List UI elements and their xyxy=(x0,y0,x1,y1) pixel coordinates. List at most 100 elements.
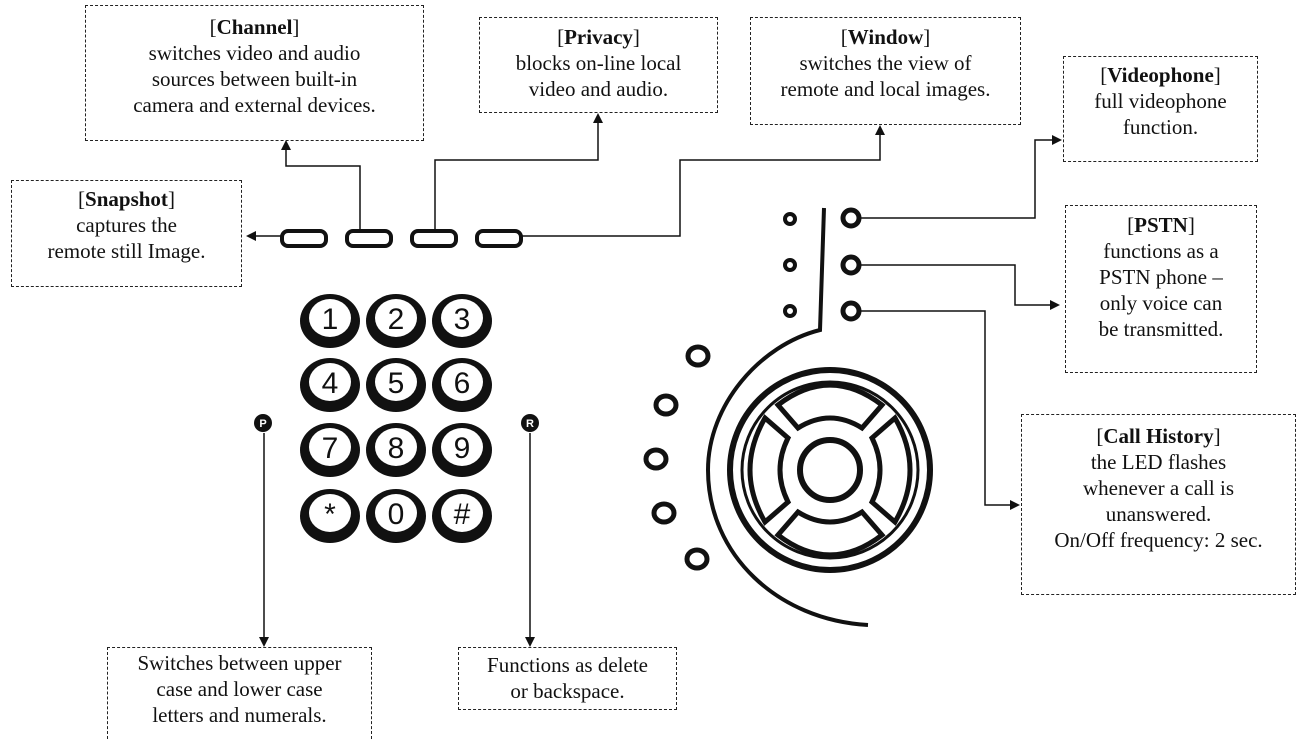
keypad-key-label: 0 xyxy=(388,498,405,531)
led-small-2 xyxy=(783,258,797,272)
call-history-led-button[interactable] xyxy=(840,300,862,322)
call-history-line-4: On/Off frequency: 2 sec. xyxy=(1054,528,1263,552)
side-button-2[interactable] xyxy=(653,393,679,417)
keypad-key[interactable]: 7 xyxy=(300,423,360,477)
case-switch-line-3: letters and numerals. xyxy=(152,703,327,727)
nav-down-button[interactable] xyxy=(774,508,886,558)
videophone-title: [Videophone] xyxy=(1100,63,1221,87)
keypad-key-label: 7 xyxy=(322,432,339,465)
case-switch-key[interactable]: P xyxy=(254,414,272,432)
privacy-line-1: blocks on-line local xyxy=(515,51,682,75)
privacy-callout: [Privacy] blocks on-line local video and… xyxy=(479,17,718,113)
keypad-key[interactable]: 2 xyxy=(366,294,426,348)
window-title: [Window] xyxy=(840,25,931,49)
privacy-button[interactable] xyxy=(410,229,458,248)
keypad-key-label: 2 xyxy=(388,303,405,336)
keypad-key-label: * xyxy=(324,498,336,531)
pstn-line-4: be transmitted. xyxy=(1098,317,1224,341)
delete-key-label: R xyxy=(526,418,534,430)
keypad-key[interactable]: # xyxy=(432,489,492,543)
window-connector xyxy=(521,125,885,237)
channel-title: [Channel] xyxy=(209,15,300,39)
pstn-callout: [PSTN] functions as a PSTN phone – only … xyxy=(1065,205,1257,373)
nav-right-button[interactable] xyxy=(868,414,913,526)
keypad-key[interactable]: 0 xyxy=(366,489,426,543)
keypad-key-label: # xyxy=(454,498,471,531)
keypad-key[interactable]: 1 xyxy=(300,294,360,348)
videophone-led-button[interactable] xyxy=(840,207,862,229)
side-buttons xyxy=(643,344,711,571)
nav-pad-outer-ring xyxy=(727,367,933,573)
keypad-key[interactable]: 3 xyxy=(432,294,492,348)
channel-line-1: switches video and audio xyxy=(148,41,361,65)
side-button-3[interactable] xyxy=(643,447,669,471)
window-line-2: remote and local images. xyxy=(780,77,991,101)
call-history-callout: [Call History] the LED flashes whenever … xyxy=(1021,414,1296,595)
call-history-line-3: unanswered. xyxy=(1105,502,1212,526)
pstn-line-1: functions as a xyxy=(1103,239,1219,263)
side-button-1[interactable] xyxy=(685,344,711,368)
pstn-led-button[interactable] xyxy=(840,254,862,276)
window-callout: [Window] switches the view of remote and… xyxy=(750,17,1021,125)
status-leds xyxy=(783,212,797,318)
keypad-key[interactable]: 6 xyxy=(432,358,492,412)
case-switch-key-label: P xyxy=(259,418,266,430)
call-history-line-1: the LED flashes xyxy=(1090,450,1227,474)
channel-callout: [Channel] switches video and audio sourc… xyxy=(85,5,424,141)
snapshot-button[interactable] xyxy=(280,229,328,248)
connectors xyxy=(246,113,1062,647)
delete-callout: Functions as delete or backspace. xyxy=(458,647,677,710)
snapshot-callout: [Snapshot] captures the remote still Ima… xyxy=(11,180,242,287)
channel-connector xyxy=(281,140,361,231)
keypad-key-label: 9 xyxy=(454,432,471,465)
videophone-line-2: function. xyxy=(1122,115,1199,139)
keypad-key-label: 6 xyxy=(454,367,471,400)
channel-line-3: camera and external devices. xyxy=(133,93,376,117)
keypad-key-label: 4 xyxy=(322,367,339,400)
snapshot-title: [Snapshot] xyxy=(78,187,175,211)
privacy-connector xyxy=(434,113,603,231)
channel-button[interactable] xyxy=(345,229,393,248)
privacy-line-2: video and audio. xyxy=(528,77,669,101)
keypad-key[interactable]: 9 xyxy=(432,423,492,477)
nav-pad-inner-ring xyxy=(740,380,920,560)
videophone-callout: [Videophone] full videophone function. xyxy=(1063,56,1258,162)
privacy-title: [Privacy] xyxy=(557,25,640,49)
call-history-connector xyxy=(861,310,1020,510)
keypad-key[interactable]: 8 xyxy=(366,423,426,477)
videophone-connector xyxy=(861,135,1062,219)
case-switch-line-2: case and lower case xyxy=(156,677,323,701)
led-small-3 xyxy=(783,304,797,318)
side-button-5[interactable] xyxy=(684,547,710,571)
keypad-key-label: 5 xyxy=(388,367,405,400)
mode-buttons xyxy=(840,207,862,322)
delete-line-2: or backspace. xyxy=(510,679,625,703)
led-small-1 xyxy=(783,212,797,226)
keypad-key[interactable]: * xyxy=(300,489,360,543)
pstn-line-3: only voice can xyxy=(1099,291,1223,315)
snapshot-line-2: remote still Image. xyxy=(47,239,206,263)
keypad-key-label: 3 xyxy=(454,303,471,336)
case-switch-callout: Switches between upper case and lower ca… xyxy=(107,647,372,739)
window-line-1: switches the view of xyxy=(799,51,972,75)
side-button-4[interactable] xyxy=(651,501,677,525)
keypad-key-label: 1 xyxy=(322,303,339,336)
nav-up-button[interactable] xyxy=(774,382,886,432)
keypad-key[interactable]: 5 xyxy=(366,358,426,412)
function-buttons xyxy=(280,229,523,248)
nav-center-button[interactable] xyxy=(797,437,863,503)
videophone-line-1: full videophone xyxy=(1094,89,1227,113)
call-history-title: [Call History] xyxy=(1096,424,1221,448)
keypad-key[interactable]: 4 xyxy=(300,358,360,412)
window-button[interactable] xyxy=(475,229,523,248)
delete-key[interactable]: R xyxy=(521,414,539,432)
panel-divider-line xyxy=(705,207,869,627)
pstn-title: [PSTN] xyxy=(1127,213,1195,237)
snapshot-line-1: captures the xyxy=(76,213,177,237)
channel-line-2: sources between built-in xyxy=(151,67,358,91)
nav-left-button[interactable] xyxy=(747,414,792,526)
delete-line-1: Functions as delete xyxy=(487,653,648,677)
navigation-pad xyxy=(727,367,933,573)
